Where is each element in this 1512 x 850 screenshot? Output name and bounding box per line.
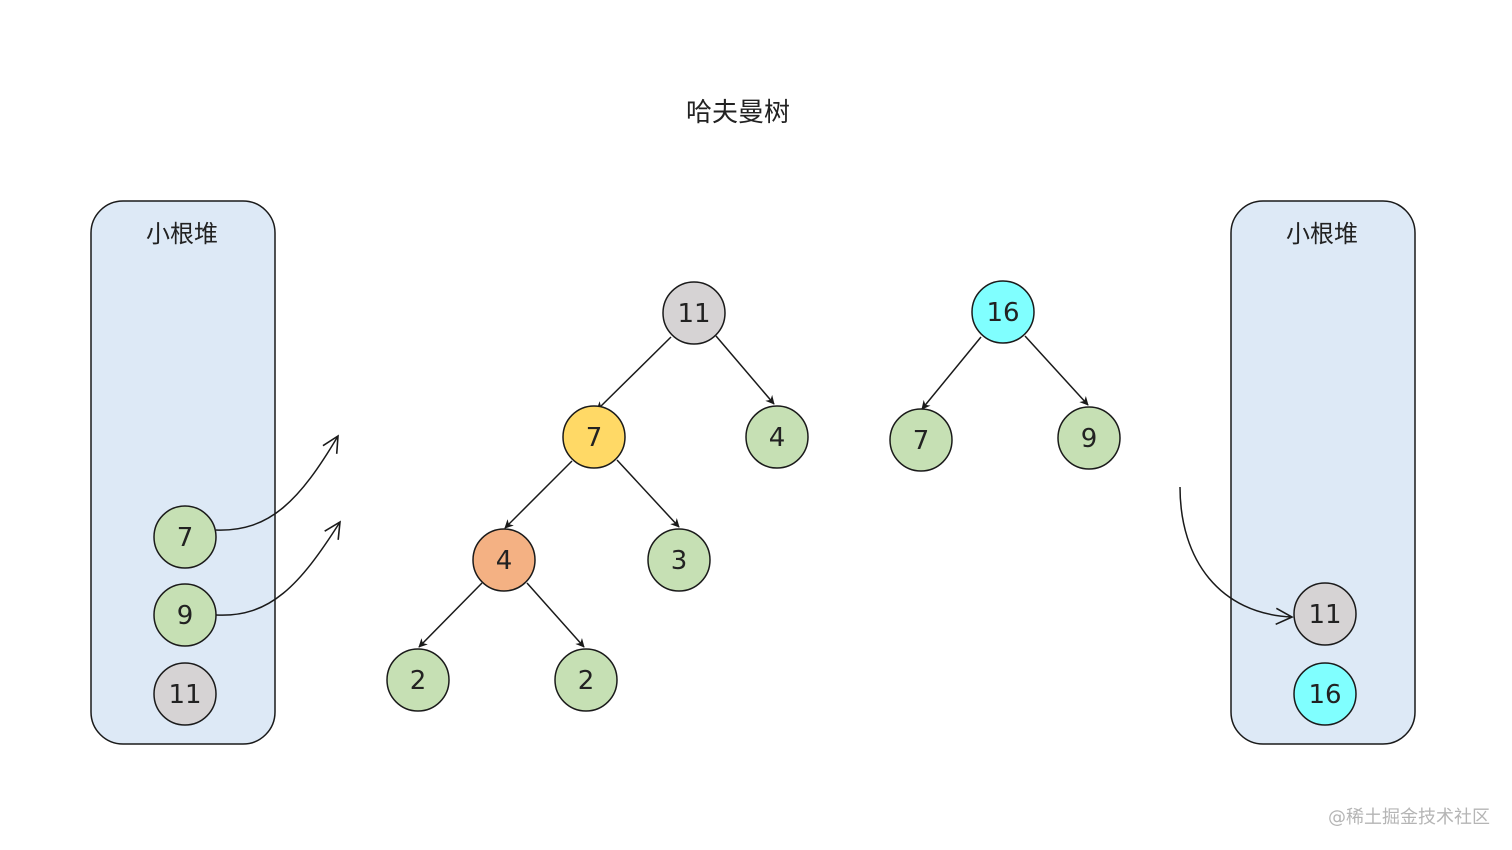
tree-edge <box>418 582 483 648</box>
tree-edge <box>596 336 672 411</box>
tree-node-9: 9 <box>1057 406 1121 470</box>
tree-edge <box>616 459 680 528</box>
tree-node-2-left: 2 <box>386 648 450 712</box>
left-heap-item-9: 9 <box>153 583 217 647</box>
tree-node-circle <box>386 648 450 712</box>
heap-node-value: 11 <box>168 680 201 710</box>
right-heap-panel: 小根堆 11 16 <box>1230 200 1416 745</box>
push-arrow-11 <box>1179 486 1294 626</box>
watermark-text: @稀土掘金技术社区 <box>1328 807 1490 828</box>
left-heap-item-7: 7 <box>153 505 217 569</box>
right-tree: 16 7 9 <box>889 280 1121 472</box>
tree-edge <box>1024 335 1089 406</box>
diagram-title: 哈夫曼树 <box>686 98 790 128</box>
tree-edge <box>526 582 585 648</box>
right-heap-label: 小根堆 <box>1286 220 1358 248</box>
tree-node-root-11: 11 <box>662 281 726 345</box>
tree-node-value: 2 <box>578 666 595 696</box>
tree-node-4-leaf: 4 <box>745 405 809 469</box>
left-heap-container <box>90 200 276 745</box>
tree-node-circle <box>554 648 618 712</box>
tree-node-circle <box>472 528 536 592</box>
tree-node-value: 7 <box>586 423 603 453</box>
tree-node-7: 7 <box>562 405 626 469</box>
tree-node-value: 7 <box>913 426 930 456</box>
tree-node-circle <box>1057 406 1121 470</box>
left-heap-item-11: 11 <box>153 662 217 726</box>
heap-node-circle <box>153 505 217 569</box>
heap-node-value: 7 <box>177 523 194 553</box>
tree-node-circle <box>662 281 726 345</box>
tree-node-circle <box>562 405 626 469</box>
tree-edge <box>921 336 982 410</box>
tree-node-7: 7 <box>889 408 953 472</box>
tree-node-value: 11 <box>677 299 710 329</box>
tree-node-circle <box>745 405 809 469</box>
tree-edge <box>504 460 573 529</box>
left-tree-edges <box>418 335 775 648</box>
tree-node-circle <box>889 408 953 472</box>
right-tree-edges <box>921 335 1089 410</box>
heap-node-value: 9 <box>177 601 194 631</box>
tree-node-4-internal: 4 <box>472 528 536 592</box>
tree-node-value: 3 <box>671 546 688 576</box>
tree-node-root-16: 16 <box>971 280 1035 344</box>
tree-node-circle <box>971 280 1035 344</box>
tree-node-value: 4 <box>769 423 786 453</box>
tree-node-value: 16 <box>986 298 1019 328</box>
heap-node-value: 16 <box>1308 680 1341 710</box>
pop-arrow-7 <box>215 434 339 531</box>
left-tree: 11 7 4 4 3 2 2 <box>386 281 809 712</box>
right-heap-item-11: 11 <box>1293 582 1357 646</box>
heap-node-circle <box>153 662 217 726</box>
tree-node-2-right: 2 <box>554 648 618 712</box>
pop-arrow-9 <box>215 520 341 616</box>
heap-node-circle <box>1293 582 1357 646</box>
left-heap-label: 小根堆 <box>146 220 218 248</box>
tree-edge <box>715 335 775 405</box>
tree-node-value: 9 <box>1081 424 1098 454</box>
tree-node-circle <box>647 528 711 592</box>
left-heap-panel: 小根堆 7 9 11 <box>90 200 276 745</box>
tree-node-value: 2 <box>410 666 427 696</box>
heap-node-circle <box>1293 662 1357 726</box>
right-heap-item-16: 16 <box>1293 662 1357 726</box>
heap-node-value: 11 <box>1308 600 1341 630</box>
tree-node-3: 3 <box>647 528 711 592</box>
tree-node-value: 4 <box>496 546 513 576</box>
